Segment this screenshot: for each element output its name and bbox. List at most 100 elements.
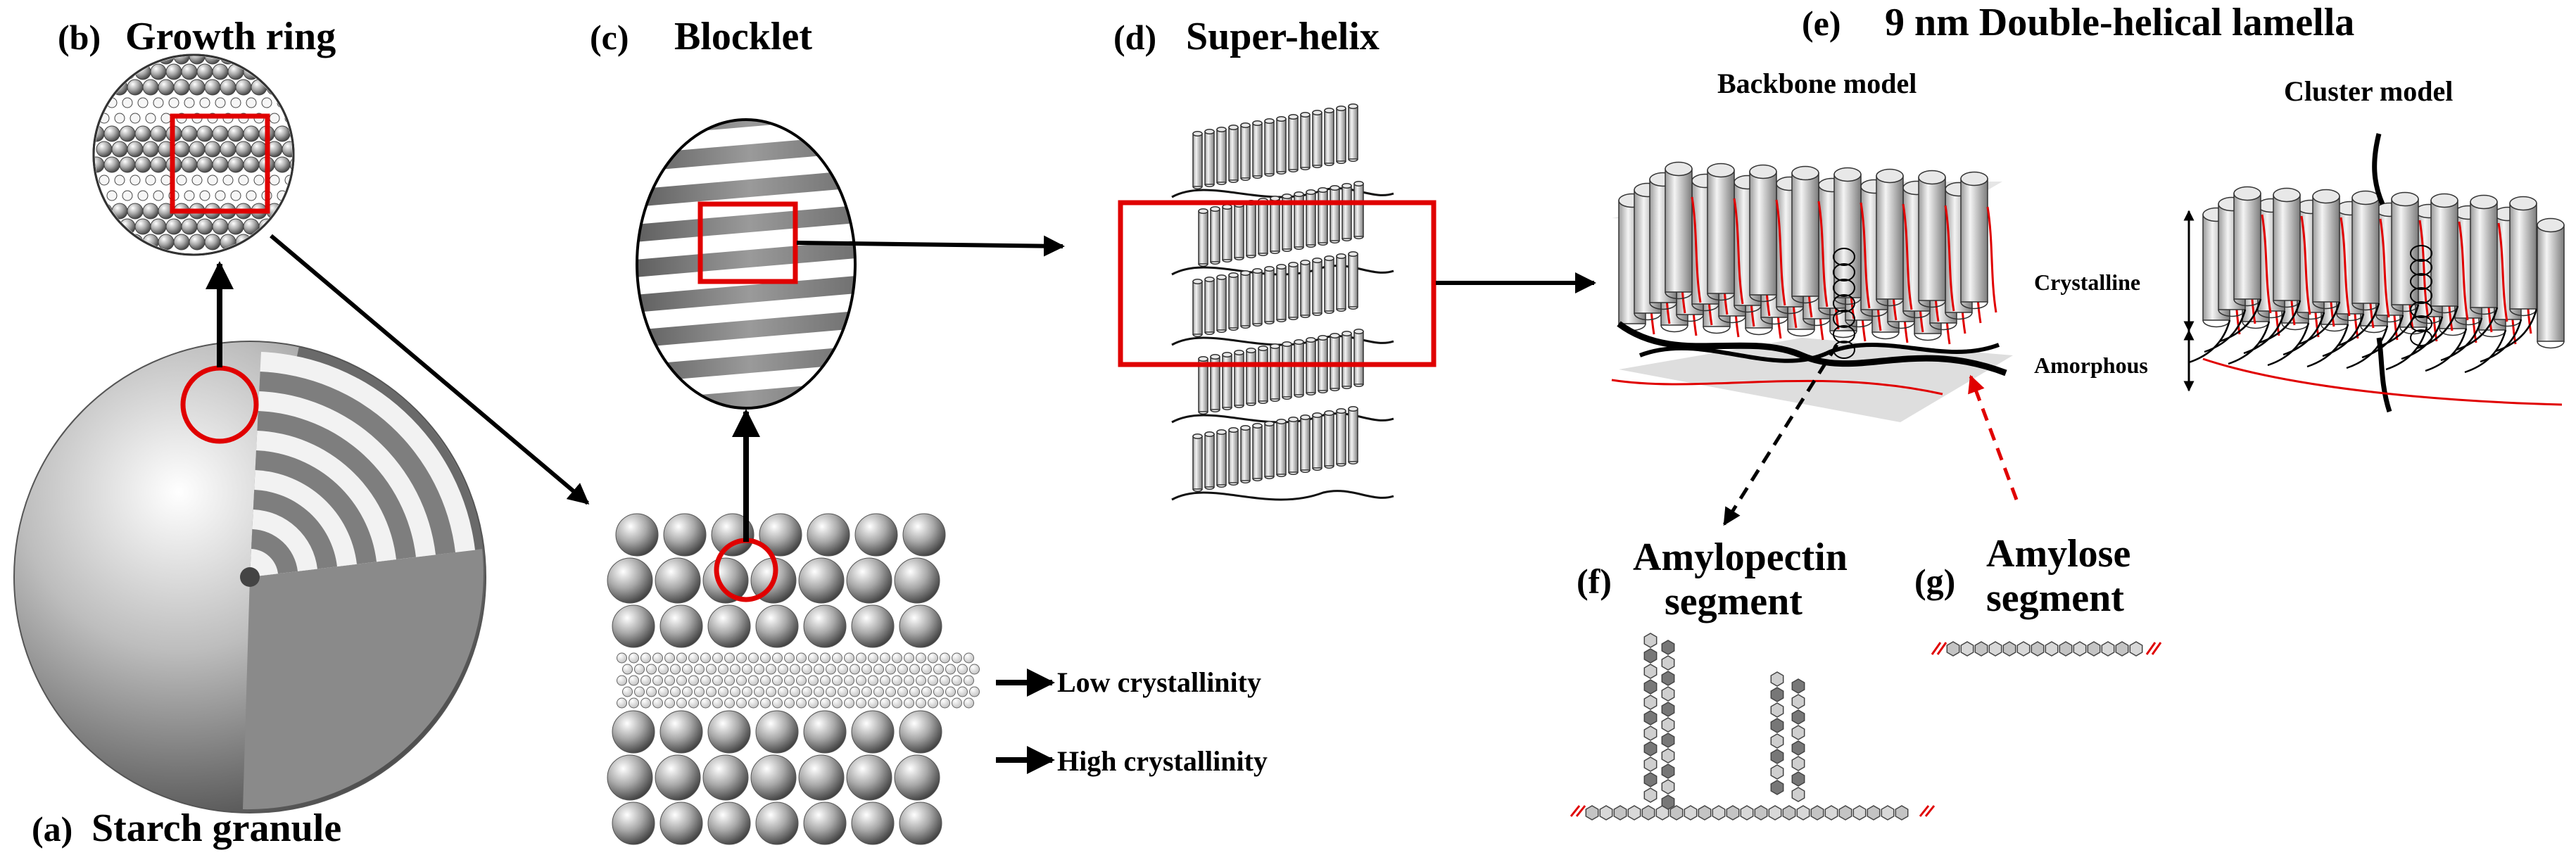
granule-highlight-circle [180, 365, 259, 444]
block-sphere [846, 557, 892, 604]
block-small-sphere [940, 675, 950, 686]
block-small-sphere [712, 675, 723, 686]
helix-cylinder [1282, 341, 1292, 400]
helix-cylinder [2273, 187, 2301, 308]
block-small-sphere [892, 652, 902, 664]
ring-blocklet [142, 203, 159, 220]
glucose-unit [1661, 748, 1675, 764]
helix-cylinder [1210, 354, 1220, 412]
glucose-unit [1770, 718, 1784, 733]
block-sphere [659, 802, 703, 845]
glucose-unit [1661, 702, 1675, 717]
block-small-sphere [724, 675, 735, 686]
block-small-sphere [868, 697, 878, 709]
double-helix-turn [2410, 273, 2432, 290]
block-small-sphere [640, 675, 651, 686]
block-small-sphere [724, 652, 735, 664]
helix-cylinder [1876, 168, 1904, 307]
blocklet-stripe [637, 169, 855, 208]
ring-blocklet [189, 79, 206, 96]
ring-blocklet [274, 218, 291, 235]
helix-cylinder [1204, 431, 1215, 490]
ring-blocklet [269, 113, 280, 124]
ring-blocklet [130, 175, 141, 186]
block-small-sphere [964, 697, 974, 709]
ring-blocklet [127, 141, 144, 158]
cluster-branch [2337, 303, 2380, 347]
ring-blocklet [173, 56, 190, 65]
block-small-sphere [832, 697, 842, 709]
amylose-strand [2340, 217, 2351, 317]
glucose-unit [1643, 772, 1658, 787]
block-small-sphere [880, 652, 890, 664]
glucose-unit [1791, 787, 1805, 802]
helix-cylinder [1918, 170, 1946, 308]
ring-blocklet [246, 97, 257, 108]
helix-cylinder [1198, 356, 1208, 414]
block-small-sphere [742, 686, 752, 697]
helix-cylinder [1288, 262, 1299, 320]
double-helix-turn [2410, 315, 2432, 332]
panel-g-title-line1: Amylose [1986, 532, 2130, 576]
block-sphere [612, 604, 655, 648]
helix-cylinder [1324, 255, 1334, 314]
block-sphere [798, 557, 845, 604]
glucose-unit [1661, 686, 1675, 702]
block-sphere [899, 710, 942, 754]
block-small-sphere [682, 686, 693, 697]
cluster-branch [2219, 298, 2262, 343]
block-small-sphere [952, 675, 962, 686]
ring-blocklet [274, 125, 291, 142]
helix-cylinder [1252, 120, 1263, 179]
ring-blocklet [122, 190, 133, 201]
ring-blocklet [134, 156, 151, 173]
block-small-sphere [826, 686, 836, 697]
block-small-sphere [861, 686, 872, 697]
double-helix-turn [1833, 263, 1855, 281]
double-helix-turn [2410, 301, 2432, 318]
glucose-unit [1643, 633, 1658, 648]
ring-blocklet [114, 175, 125, 186]
ring-blocklet [150, 218, 167, 235]
block-small-sphere [694, 664, 705, 675]
ring-blocklet [243, 156, 260, 173]
helix-cylinder [2470, 194, 2498, 315]
panel-b-tag: (b) [58, 18, 101, 57]
block-small-sphere [921, 664, 932, 675]
block-small-sphere [617, 675, 627, 686]
ring-blocklet [103, 125, 120, 142]
ring-blocklet [235, 141, 252, 158]
glucose-unit [1810, 805, 1824, 821]
ring-blocklet [261, 97, 272, 108]
block-small-sphere [808, 697, 819, 709]
glucose-unit [1838, 805, 1852, 821]
glucose-unit [1643, 648, 1658, 664]
block-small-sphere [658, 686, 669, 697]
block-small-sphere [945, 686, 956, 697]
block-small-sphere [646, 664, 657, 675]
amylose-strand [2458, 221, 2469, 321]
double-helix-turn [1833, 310, 1855, 328]
helix-cylinder [1252, 423, 1263, 481]
ring-blocklet [130, 113, 141, 124]
block-small-sphere [754, 686, 764, 697]
helix-cylinder [1264, 266, 1275, 324]
ring-blocklet [246, 190, 257, 201]
double-helix-turn [1833, 279, 1855, 297]
helix-cylinder [2391, 191, 2419, 312]
ring-blocklet [258, 63, 275, 80]
panel-d-tag: (d) [1113, 18, 1156, 57]
glucose-unit [1661, 733, 1675, 748]
block-small-sphere [916, 675, 926, 686]
block-small-sphere [808, 652, 819, 664]
block-small-sphere [772, 675, 783, 686]
block-sphere [655, 557, 701, 604]
block-small-sphere [933, 686, 944, 697]
ring-blocklet [181, 125, 198, 142]
ring-blocklet [173, 79, 190, 96]
granule-ring-band [250, 549, 278, 577]
ring-blocklet [158, 234, 175, 251]
amylopectin-dashed-arrow [1722, 343, 1839, 526]
block-small-sphere [766, 664, 776, 675]
block-small-sphere [748, 652, 759, 664]
